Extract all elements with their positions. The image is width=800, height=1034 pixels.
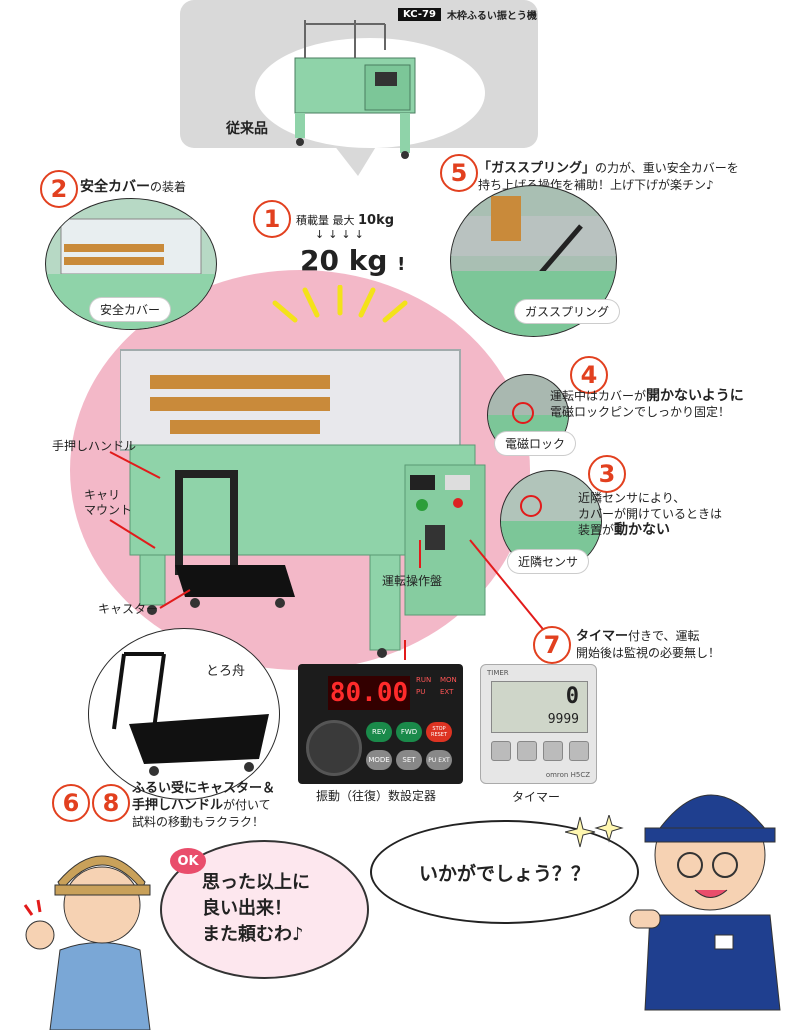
item68-text: ふるい受にキャスター＆ 手押しハンドルが付いて 試料の移動もラクラク！ [132,780,275,831]
led-ext: EXT [440,688,454,696]
lock-tag: 電磁ロック [495,432,576,455]
old-model-caption: 従来品 [226,121,268,137]
led-mon: MON [440,676,457,684]
item5-rest: の力が、重い安全カバーを [595,161,739,175]
staff-bubble: いかがでしょう？？ [370,820,639,924]
controller-dial[interactable] [306,720,362,776]
badge-8: 8 [92,784,130,822]
timer-buttons [491,741,589,761]
speech-tail [330,140,380,176]
item2-title: 安全カバー [80,179,150,195]
caster-label: キャスター [98,602,159,616]
led-run: RUN [416,676,432,684]
set-button[interactable]: SET [396,750,422,770]
bubble-line-1: 思った以上に [202,872,310,893]
item7-text: タイマー付きで、運転 開始後は監視の必要無し！ [576,628,720,661]
item5-bold: 「ガススプリング」 [478,161,596,176]
load-value: 10kg [358,213,395,228]
controller-caption: 振動（往復）数設定器 [316,789,437,803]
badge-6: 6 [52,784,90,822]
badge-4: 4 [570,356,608,394]
item3-line1: 近隣センサにより、 [578,491,686,505]
timer-btn-4[interactable] [569,741,589,761]
mode-button[interactable]: MODE [366,750,392,770]
item2-heading: 安全カバーの装着 [80,176,186,196]
timer-display-top: 0 [565,684,579,709]
item3-pre: 装置が [578,523,615,537]
item4-line2: 電磁ロックピンでしっかり固定！ [550,405,731,419]
sparkle-icon [565,815,624,848]
load-exclaim: ! [397,254,406,275]
badge-3: 3 [588,455,626,493]
item68-line2-rest: が付いて [223,798,271,812]
handle-label: 手押しハンドル [52,439,137,453]
timer-device: TIMER 0 9999 omron H5CZ [480,664,597,784]
frequency-controller: 80.00 RUN MON PU EXT REV FWD STOP RESET … [298,664,463,784]
item68-line1: ふるい受にキャスター＆ [132,781,276,796]
carry-mount-label: キャリ マウント [84,488,133,517]
item4-text: 運転中はカバーが開かないように 電磁ロックピンでしっかり固定！ [550,388,744,420]
model-badge: KC-79 [398,8,441,21]
badge-1: 1 [253,200,291,238]
panel-label: 運転操作盤 [382,574,443,588]
old-machine-photo [294,20,416,159]
bubble-line-3: また頼むわ♪ [202,924,304,945]
customer-bubble: OK 思った以上に 良い出来！ また頼むわ♪ [160,840,369,979]
item7-rest: 付きで、運転 [628,629,700,643]
customer-character [23,855,151,1030]
stop-button[interactable]: STOP RESET [426,722,452,742]
badge-7: 7 [533,626,571,664]
burst-lines [272,285,408,323]
ok-badge: OK [170,848,206,874]
load-arrows: ↓↓↓↓ [315,228,368,241]
load-prefix: 積載量 最大 [296,214,355,227]
item3-text: 近隣センサにより、 カバーが開けているときは 装置が動かない [578,490,722,538]
led-pu: PU [416,688,426,696]
controller-row1: REV FWD STOP RESET [366,722,452,742]
load-line: 積載量 最大 10kg [296,212,394,228]
timer-btn-2[interactable] [517,741,537,761]
staff-bubble-text: いかがでしょう？？ [418,862,590,885]
cover-tag: 安全カバー [90,298,171,321]
tray-photo [88,628,280,800]
item4-pre: 運転中はカバーが [550,389,647,403]
fwd-button[interactable]: FWD [396,722,422,742]
item68-line2-bold: 手押しハンドル [132,798,224,813]
tray-label: とろ舟 [206,664,246,679]
rev-button[interactable]: REV [366,722,392,742]
badge-2: 2 [40,170,78,208]
controller-row2: MODE SET PU EXT [366,750,452,770]
model-title: 木枠ふるい振とう機 [446,11,537,22]
item7-bold: タイマー [576,629,629,644]
load-big-value: 20 kg [300,244,388,277]
item3-bold: 動かない [614,522,671,538]
timer-btn-1[interactable] [491,741,511,761]
timer-display-bottom: 9999 [547,712,579,727]
sensor-tag: 近隣センサ [508,550,589,573]
item4-bold: 開かないように [646,388,744,404]
timer-btn-3[interactable] [543,741,563,761]
timer-header: TIMER [487,669,509,677]
item68-line3: 試料の移動もラクラク！ [132,815,265,829]
main-machine [120,349,486,658]
bubble-line-2: 良い出来！ [202,898,292,919]
timer-brand: omron H5CZ [545,771,590,779]
item7-line2: 開始後は監視の必要無し！ [576,646,721,660]
timer-caption: タイマー [512,790,561,804]
pu-ext-button[interactable]: PU EXT [426,750,452,770]
staff-character [629,794,781,1011]
model-title-row: KC-79 木枠ふるい振とう機 [398,7,537,22]
item3-line2: カバーが開けているときは [578,507,723,521]
customer-bubble-text: 思った以上に 良い出来！ また頼むわ♪ [202,870,310,948]
gas-spring-tag: ガススプリング [515,300,620,323]
controller-leds: RUN MON PU EXT [416,676,460,696]
badge-5: 5 [440,154,478,192]
controller-display: 80.00 [328,676,410,710]
item2-suffix: の装着 [150,180,187,194]
load-big: 20 kg ! [300,244,405,277]
timer-lcd: 0 9999 [491,681,588,733]
